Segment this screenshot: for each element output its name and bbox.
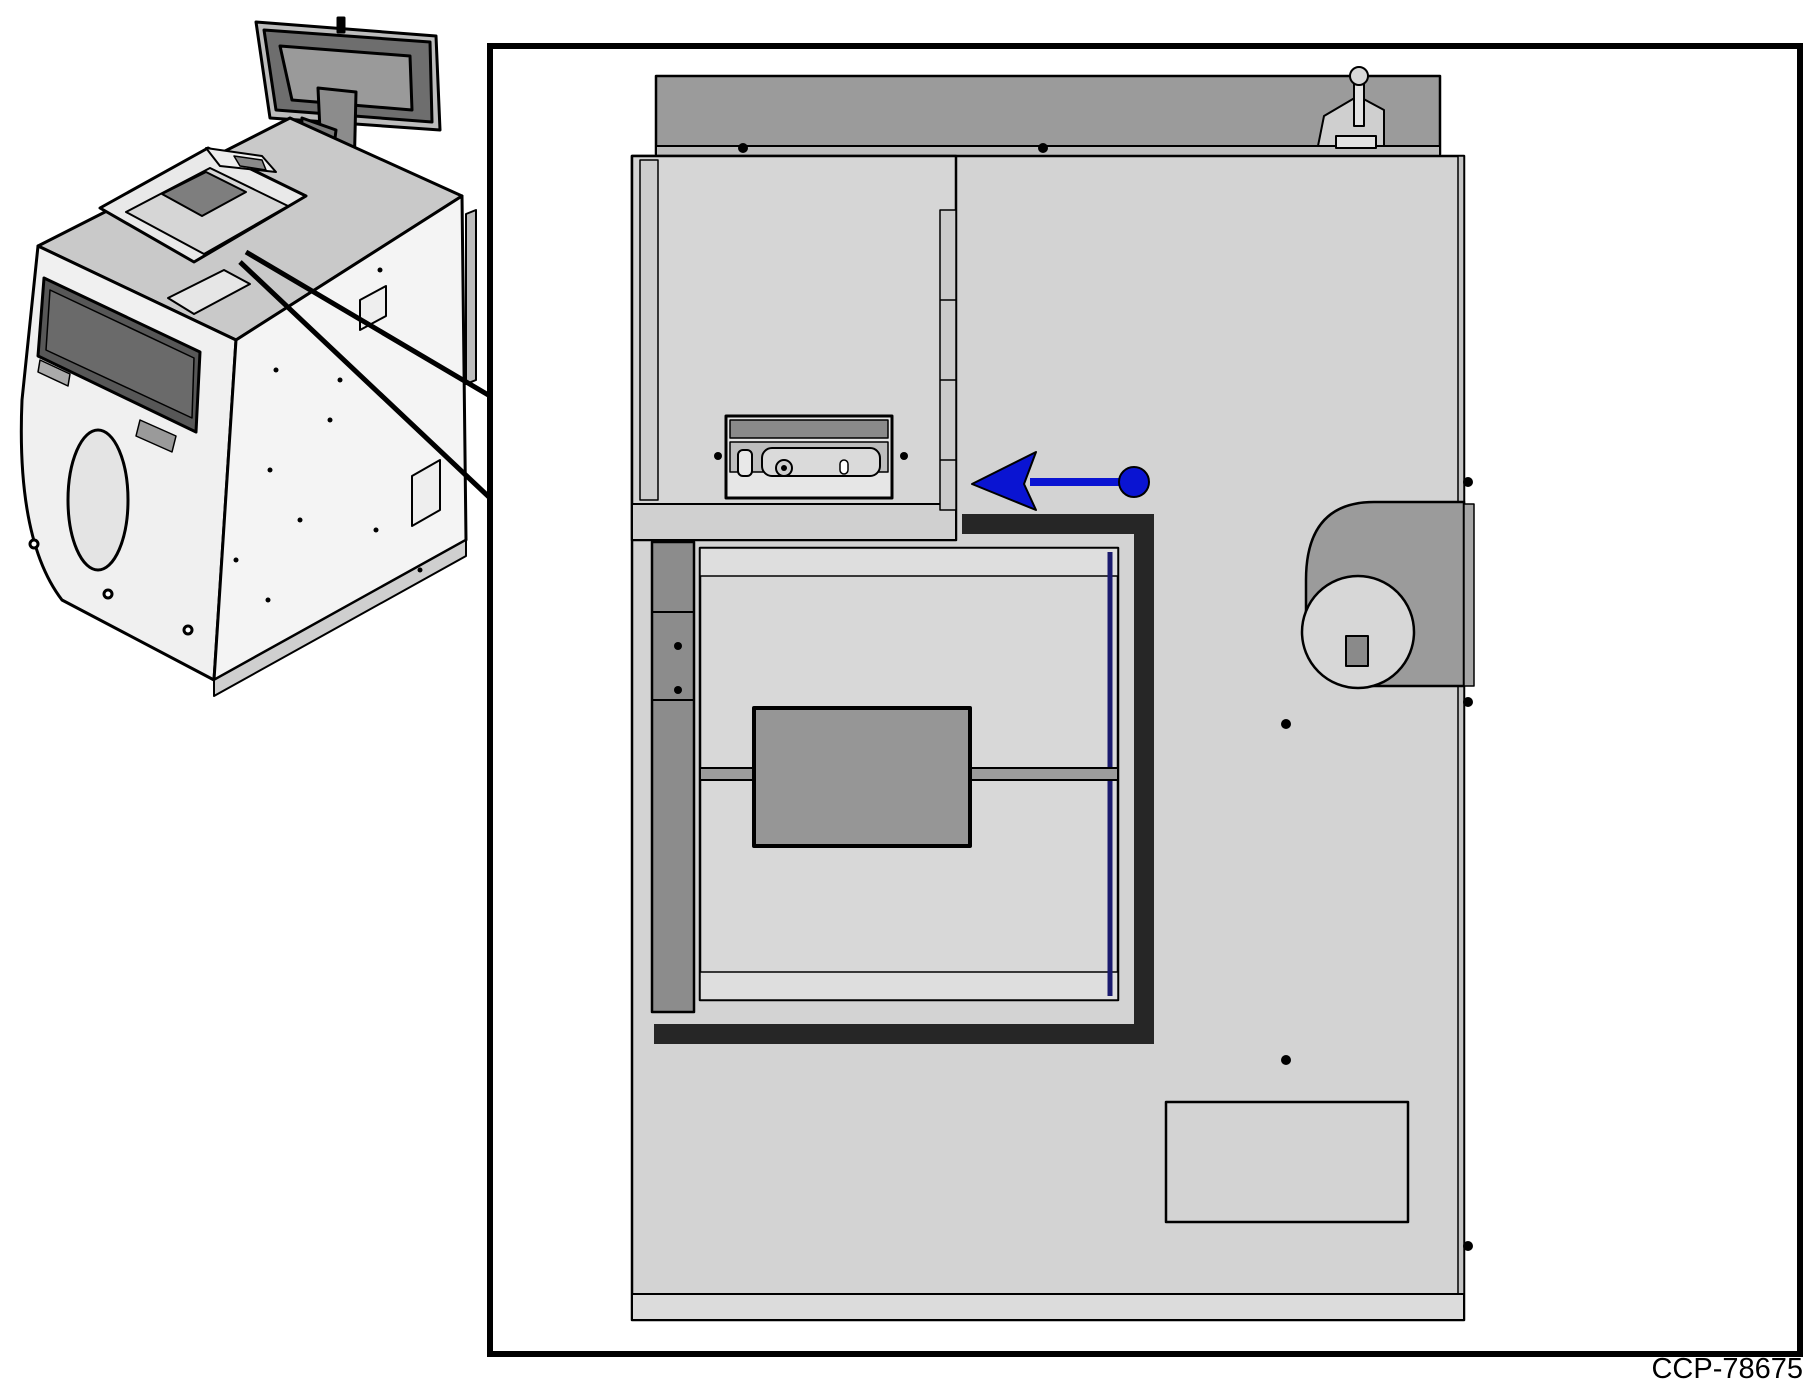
label-area bbox=[1164, 1100, 1410, 1224]
lock-housing bbox=[1300, 500, 1475, 690]
scale-well bbox=[650, 540, 1120, 1014]
arrow-left-icon bbox=[971, 451, 1150, 511]
kiosk-door-oval bbox=[66, 428, 130, 572]
gasket bbox=[654, 514, 1154, 1044]
scale-bay-top-view bbox=[630, 66, 1475, 1322]
kiosk-isometric-view bbox=[19, 16, 477, 697]
zoom-callout-icon bbox=[238, 249, 492, 500]
rear-rail bbox=[654, 74, 1442, 156]
latch-module bbox=[714, 414, 908, 500]
thumb-screw-icon bbox=[1317, 66, 1385, 149]
scale-plate bbox=[752, 706, 972, 848]
front-lip bbox=[631, 1293, 1465, 1321]
figure-reference-code: CCP-78675 bbox=[1651, 1353, 1803, 1385]
key-slot-icon bbox=[1345, 635, 1369, 667]
